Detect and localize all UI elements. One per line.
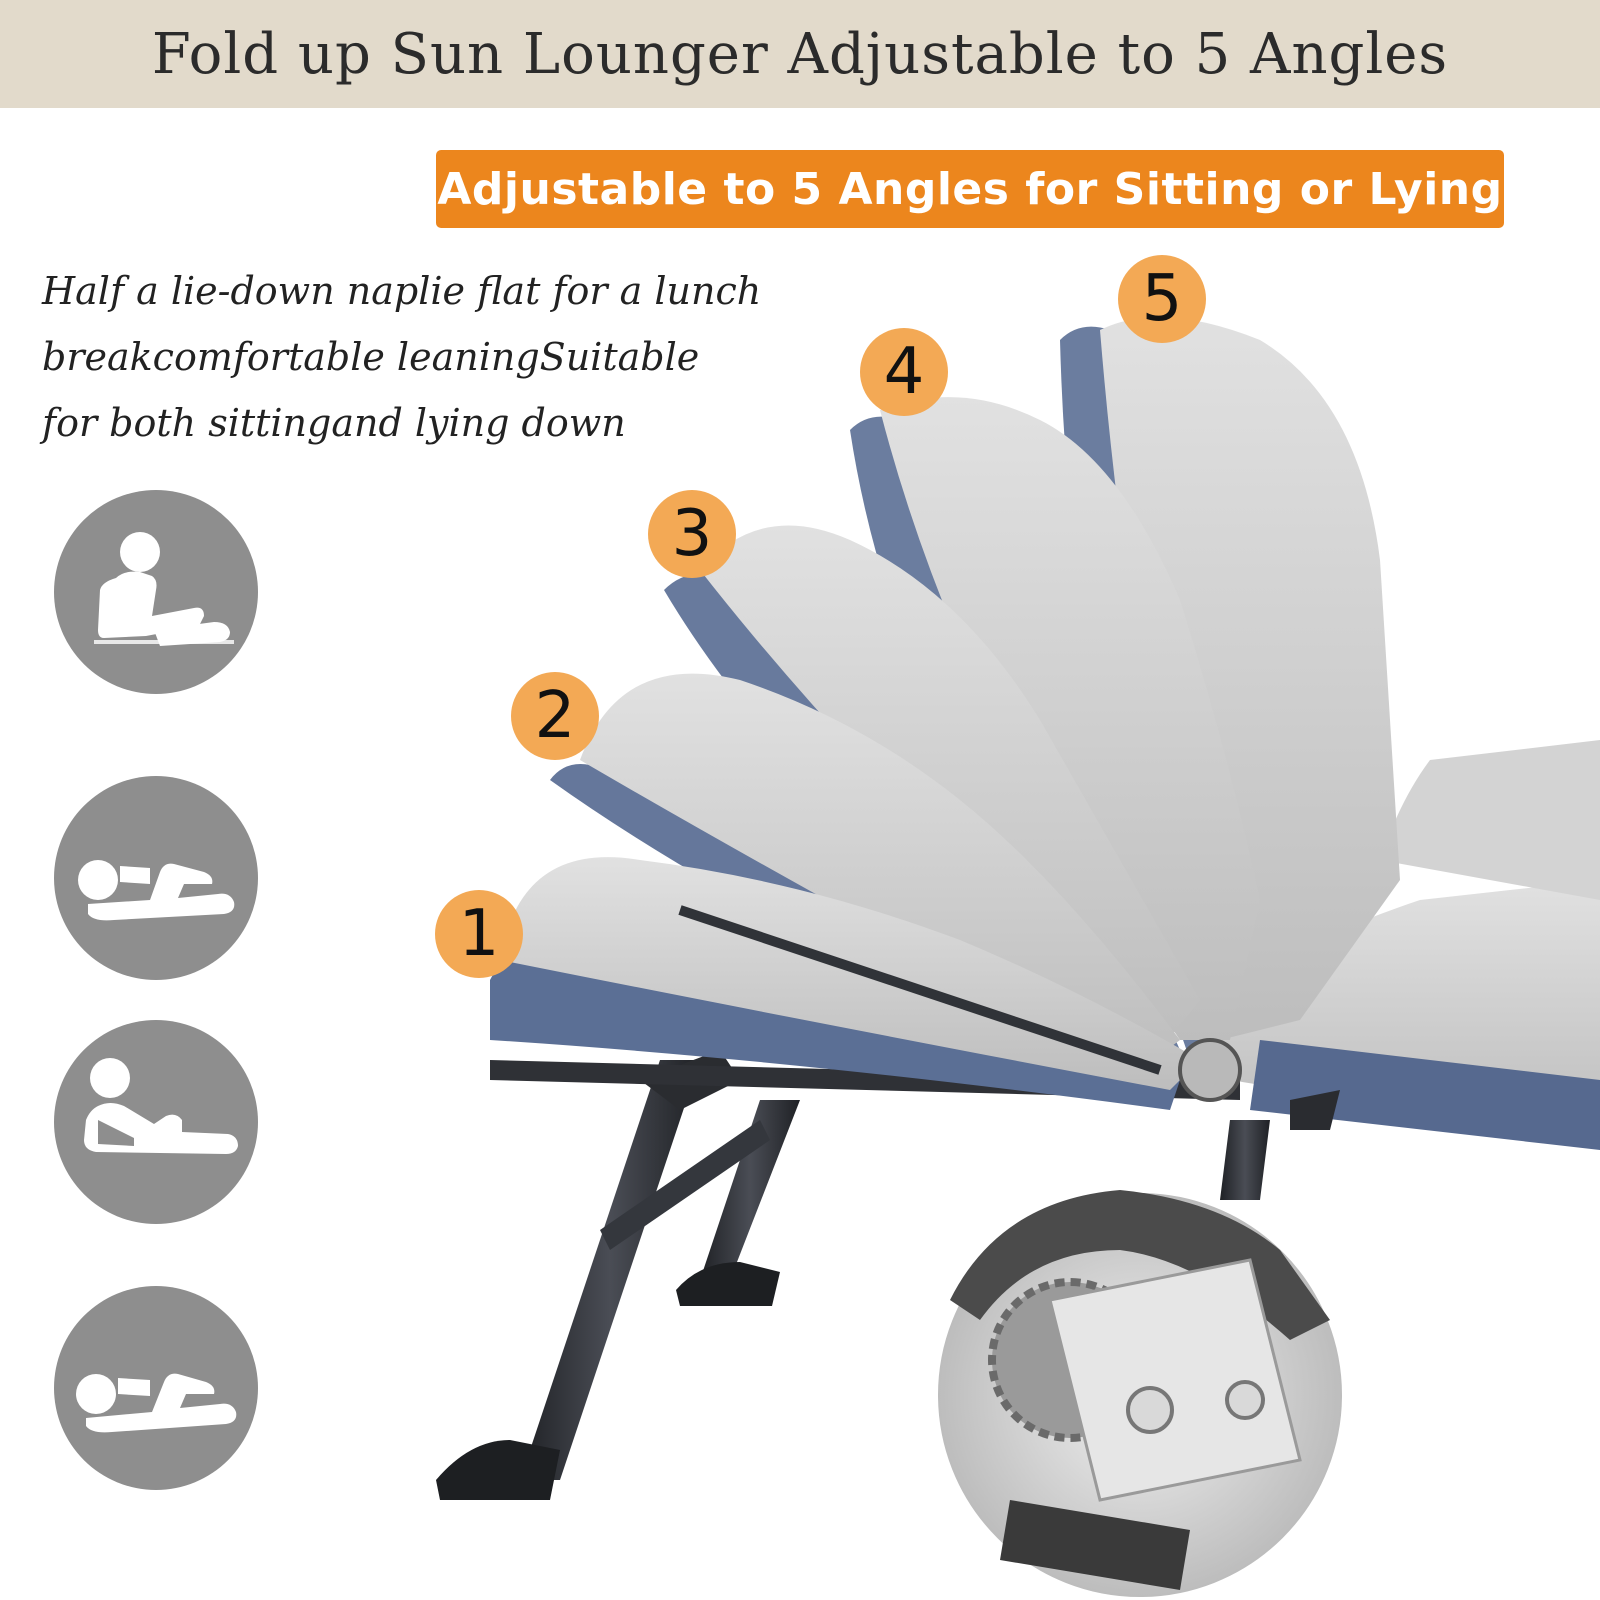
- feature-banner-text: Adjustable to 5 Angles for Sitting or Ly…: [437, 163, 1503, 215]
- angle-badge-5: 5: [1118, 255, 1206, 343]
- lying-knees-up-pose-icon: [54, 776, 258, 980]
- angle-badge-2: 2: [511, 672, 599, 760]
- ratchet-zoom-detail: [932, 1187, 1348, 1600]
- angle-badge-1: 1: [435, 890, 523, 978]
- description-line: Half a lie-down naplie flat for a lunch: [42, 269, 762, 313]
- description: Half a lie-down naplie flat for a lunch …: [42, 258, 762, 456]
- backrest-angle-1: [490, 857, 1200, 1110]
- feature-banner: Adjustable to 5 Angles for Sitting or Ly…: [436, 150, 1504, 228]
- header-banner: Fold up Sun Lounger Adjustable to 5 Angl…: [0, 0, 1600, 108]
- description-line: breakcomfortable leaningSuitable: [42, 335, 700, 379]
- angle-badge-4: 4: [860, 328, 948, 416]
- sitting-pose-icon: [54, 490, 258, 694]
- description-line: for both sittingand lying down: [42, 401, 626, 445]
- lounger-legs: [436, 1050, 1340, 1500]
- lying-flat-pose-icon: [54, 1286, 258, 1490]
- reclining-pose-icon: [54, 1020, 258, 1224]
- angle-badge-3: 3: [648, 490, 736, 578]
- page-title: Fold up Sun Lounger Adjustable to 5 Angl…: [151, 21, 1449, 87]
